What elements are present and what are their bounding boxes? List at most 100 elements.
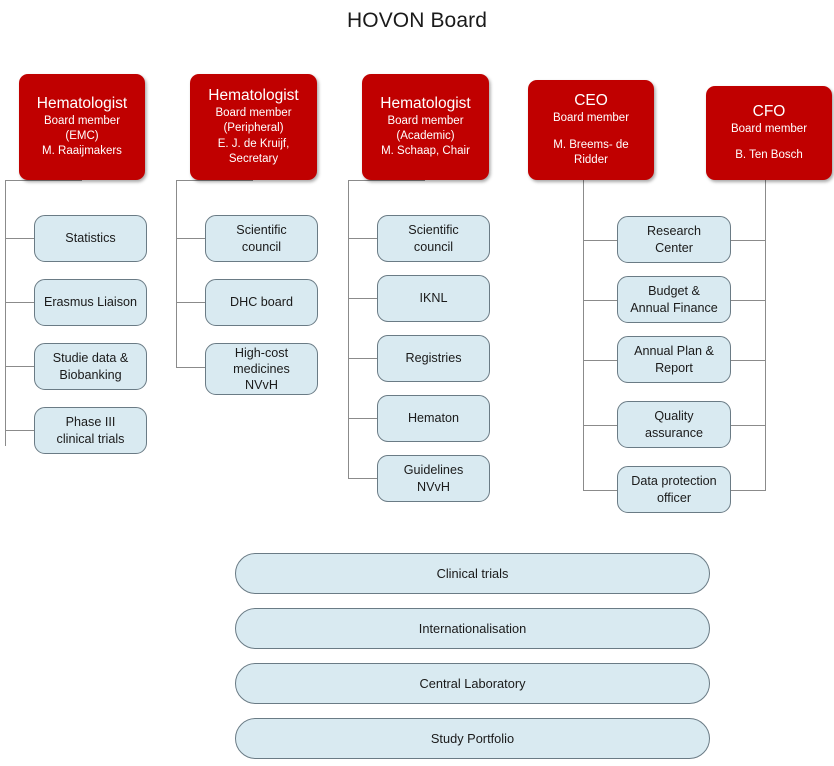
unit-label: Quality	[654, 409, 694, 424]
unit-label: IKNL	[419, 291, 448, 306]
exec-role: CFO	[752, 102, 786, 120]
exec-name-cont: Ridder	[574, 153, 608, 166]
footer-pill-label: Central Laboratory	[419, 676, 526, 691]
exec-affiliation: (EMC)	[65, 130, 99, 143]
footer-pill-label: Study Portfolio	[430, 731, 515, 746]
unit-label-line2: clinical trials	[56, 431, 125, 446]
connector-stub-col3-1	[348, 238, 378, 239]
connector-trunk-ceo	[583, 180, 584, 490]
connector-top-col2	[176, 180, 253, 181]
exec-name: E. J. de Kruijf,	[217, 137, 290, 150]
connector-stub-ceo-3	[583, 360, 618, 361]
unit-box-registries[interactable]: Registries	[377, 335, 490, 382]
connector-trunk-col1	[5, 180, 6, 446]
unit-label-line2: NVvH	[417, 479, 450, 494]
unit-label-line2: Annual Finance	[630, 300, 718, 315]
exec-name: B. Ten Bosch	[735, 149, 803, 162]
unit-box-iknl[interactable]: IKNL	[377, 275, 490, 322]
page-title: HOVON Board	[347, 9, 487, 32]
footer-pill-central-laboratory[interactable]: Central Laboratory	[235, 663, 710, 704]
footer-pill-internationalisation[interactable]: Internationalisation	[235, 608, 710, 649]
unit-box-annual-plan-report[interactable]: Annual Plan &Report	[617, 336, 731, 383]
connector-stub-col1-4	[5, 430, 35, 431]
exec-position: Board member	[387, 114, 464, 127]
connector-stub-col3-5	[348, 478, 378, 479]
exec-position: Board member	[552, 112, 630, 125]
exec-box-hematologist-academic[interactable]: Hematologist Board member (Academic) M. …	[362, 74, 489, 180]
connector-stub-ceo-1	[583, 240, 618, 241]
unit-label: Phase III	[65, 415, 116, 430]
unit-label-line2: Center	[655, 240, 693, 255]
unit-label: Studie data &	[52, 351, 129, 366]
connector-stub-col3-3	[348, 358, 378, 359]
unit-box-budget-annual-finance[interactable]: Budget &Annual Finance	[617, 276, 731, 323]
unit-box-dhc-board[interactable]: DHC board	[205, 279, 318, 326]
connector-stub-col1-1	[5, 238, 35, 239]
connector-stub-col2-2	[176, 302, 206, 303]
connector-stub-ceo-2	[583, 300, 618, 301]
footer-pill-study-portfolio[interactable]: Study Portfolio	[235, 718, 710, 759]
connector-stub-cfo-3	[730, 360, 766, 361]
exec-role: Hematologist	[36, 94, 128, 112]
connector-stub-cfo-2	[730, 300, 766, 301]
unit-box-statistics[interactable]: Statistics	[34, 215, 147, 262]
exec-position: Board member	[215, 107, 292, 120]
connector-stub-col1-3	[5, 366, 35, 367]
footer-pill-label: Clinical trials	[436, 566, 509, 581]
exec-position: Board member	[43, 114, 121, 127]
exec-name-cont: Secretary	[228, 152, 279, 165]
exec-role: Hematologist	[208, 87, 299, 105]
unit-label: Erasmus Liaison	[43, 295, 138, 310]
connector-stub-col3-2	[348, 298, 378, 299]
unit-label: Scientific	[408, 223, 459, 238]
connector-stub-cfo-4	[730, 425, 766, 426]
connector-top-col1	[5, 180, 82, 181]
unit-label: DHC board	[230, 295, 293, 310]
unit-label-line2: Biobanking	[59, 367, 122, 382]
unit-label-line2: Report	[655, 360, 693, 375]
connector-trunk-col2	[176, 180, 177, 368]
unit-box-hematon[interactable]: Hematon	[377, 395, 490, 442]
connector-top-col3	[348, 180, 425, 181]
unit-label-line2: officer	[656, 490, 692, 505]
connector-trunk-col3	[348, 180, 349, 478]
exec-affiliation: (Academic)	[396, 130, 455, 143]
exec-box-hematologist-emc[interactable]: Hematologist Board member (EMC) M. Raaij…	[19, 74, 145, 180]
exec-position: Board member	[730, 122, 808, 135]
unit-label: Research	[647, 224, 701, 239]
unit-label: Registries	[405, 351, 462, 366]
unit-label: Annual Plan &	[634, 344, 714, 359]
exec-name: M. Breems- de	[553, 138, 629, 151]
unit-box-studie-data-biobanking[interactable]: Studie data &Biobanking	[34, 343, 147, 390]
connector-stub-col2-1	[176, 238, 206, 239]
exec-role: Hematologist	[380, 94, 471, 112]
exec-box-hematologist-peripheral[interactable]: Hematologist Board member (Peripheral) E…	[190, 74, 317, 180]
exec-box-cfo[interactable]: CFO Board member B. Ten Bosch	[706, 86, 832, 180]
connector-stub-col3-4	[348, 418, 378, 419]
connector-stub-cfo-1	[730, 240, 766, 241]
connector-stub-ceo-5	[583, 490, 618, 491]
footer-pill-label: Internationalisation	[418, 621, 527, 636]
unit-label: Data protection	[631, 474, 717, 489]
unit-label: Statistics	[65, 231, 116, 246]
exec-role: CEO	[574, 92, 608, 110]
unit-label: Scientific	[236, 223, 287, 238]
connector-stub-ceo-4	[583, 425, 618, 426]
footer-pill-clinical-trials[interactable]: Clinical trials	[235, 553, 710, 594]
unit-box-erasmus-liaison[interactable]: Erasmus Liaison	[34, 279, 147, 326]
exec-name: M. Schaap, Chair	[381, 145, 470, 158]
connector-stub-cfo-5	[730, 490, 766, 491]
unit-label-line2: council	[241, 239, 282, 254]
connector-stub-col1-2	[5, 302, 35, 303]
exec-box-ceo[interactable]: CEO Board member M. Breems- de Ridder	[528, 80, 654, 180]
unit-label-line2: council	[413, 239, 454, 254]
